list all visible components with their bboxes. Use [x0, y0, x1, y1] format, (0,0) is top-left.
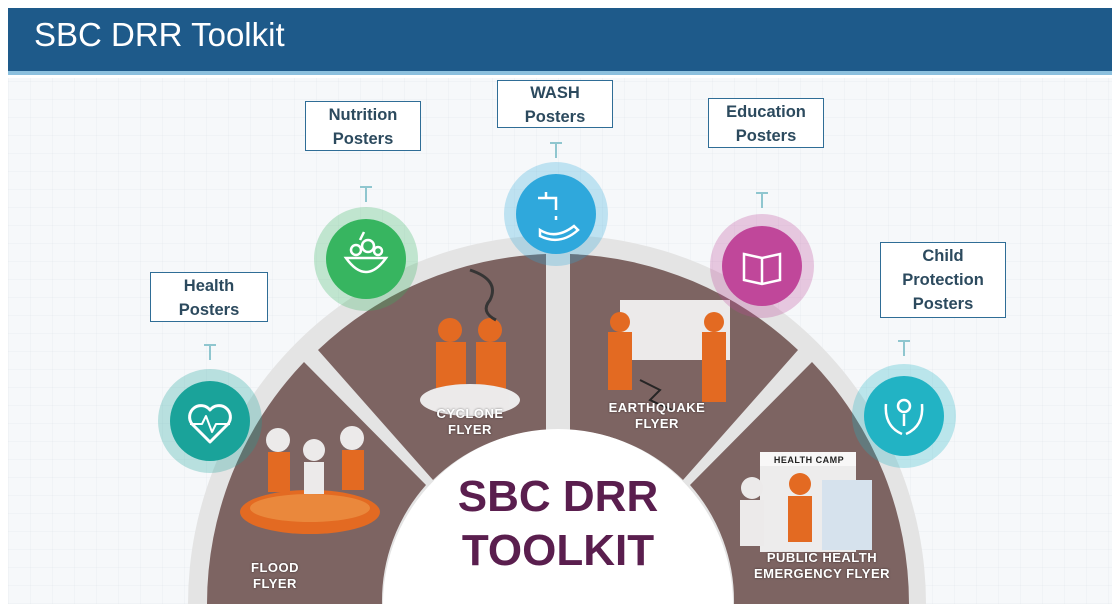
center-title-line2: TOOLKIT — [461, 526, 655, 575]
cyclone-line1: CYCLONE — [436, 406, 504, 421]
nutrition-connector — [360, 186, 372, 202]
nutrition-label-line1: Nutrition — [328, 106, 398, 124]
public-health-line2: EMERGENCY FLYER — [753, 566, 891, 581]
health-camp-sign: HEALTH CAMP — [762, 455, 856, 466]
center-disc — [383, 429, 733, 604]
child-protection-label-line3: Posters — [912, 295, 974, 313]
cyclone-flyer-label: CYCLONE FLYER — [420, 406, 520, 438]
wash-circle-group — [504, 162, 608, 266]
health-circle-group — [158, 369, 262, 473]
child-protection-label-line1: Child — [922, 247, 964, 265]
earthquake-line1: EARTHQUAKE — [608, 400, 706, 415]
education-connector — [756, 192, 768, 208]
wash-label-line1: WASH — [530, 84, 580, 102]
child-protection-posters-label: Child Protection Posters — [880, 242, 1006, 318]
earthquake-line2: FLYER — [635, 416, 679, 431]
cyclone-illustration — [420, 268, 520, 416]
wash-label-line2: Posters — [524, 108, 586, 126]
flood-flyer-label: FLOOD FLYER — [230, 560, 320, 592]
center-title: SBC DRR TOOLKIT — [438, 470, 678, 578]
heart-pulse-icon — [188, 404, 232, 444]
nutrition-posters-label: Nutrition Posters — [305, 101, 421, 151]
public-health-flyer-label: PUBLIC HEALTH EMERGENCY FLYER — [742, 550, 902, 582]
public-health-illustration — [740, 452, 872, 552]
page-title: SBC DRR Toolkit — [34, 16, 285, 53]
earthquake-flyer-label: EARTHQUAKE FLYER — [592, 400, 722, 432]
education-label-line1: Education — [726, 103, 806, 121]
open-book-icon — [742, 252, 782, 286]
flood-line2: FLYER — [253, 576, 297, 591]
earthquake-illustration — [608, 300, 730, 411]
food-bowl-icon — [343, 231, 389, 274]
tap-water-icon — [538, 192, 580, 242]
header-bar — [8, 8, 1112, 71]
health-connector — [204, 344, 216, 360]
segment-cyclone — [318, 254, 546, 480]
child-protection-connector — [898, 340, 910, 356]
wash-connector — [550, 142, 562, 158]
center-title-line1: SBC DRR — [457, 472, 659, 521]
health-posters-label: Health Posters — [150, 272, 268, 322]
child-protection-label-line2: Protection — [902, 271, 984, 289]
education-label-line2: Posters — [735, 127, 797, 145]
cyclone-line2: FLYER — [448, 422, 492, 437]
wash-posters-label: WASH Posters — [497, 80, 613, 128]
health-label-line1: Health — [183, 277, 235, 295]
header-divider — [8, 71, 1112, 75]
hands-child-icon — [884, 398, 924, 436]
public-health-line1: PUBLIC HEALTH — [766, 550, 878, 565]
flood-illustration — [240, 426, 380, 534]
nutrition-label-line2: Posters — [332, 130, 394, 148]
health-camp-sign-text: HEALTH CAMP — [773, 455, 845, 465]
flood-line1: FLOOD — [251, 560, 299, 575]
education-posters-label: Education Posters — [708, 98, 824, 148]
health-label-line2: Posters — [178, 301, 240, 319]
